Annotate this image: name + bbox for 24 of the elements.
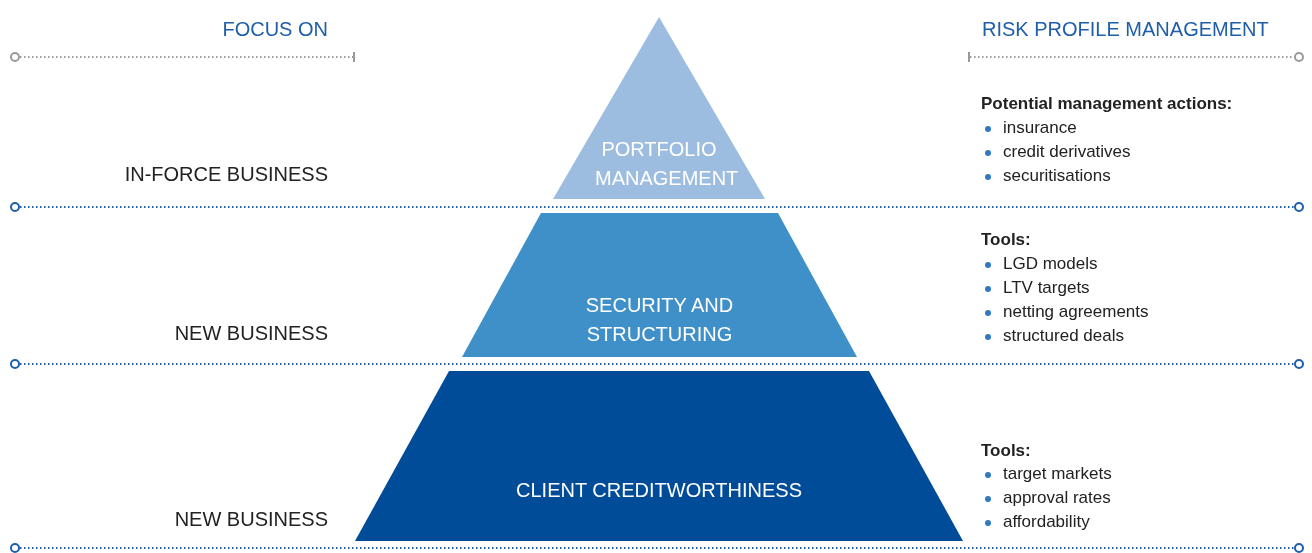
pyramid-tier [553,17,765,199]
list-heading: Tools: [981,441,1031,461]
list-item: LTV targets [981,278,1090,298]
pyramid-tier [462,213,857,357]
list-item: structured deals [981,326,1124,346]
list-item: insurance [981,118,1077,138]
tier-label: SECURITY AND STRUCTURING [584,293,735,347]
row-label: NEW BUSINESS [174,322,328,345]
section-heading: FOCUS ON [222,18,328,41]
list-item: affordability [981,512,1090,532]
list-item: approval rates [981,488,1111,508]
row-label: IN-FORCE BUSINESS [124,163,328,186]
list-item: credit derivatives [981,142,1131,162]
list-heading: Tools: [981,230,1031,250]
list-item: netting agreements [981,302,1149,322]
tier-label: PORTFOLIO MANAGEMENT [594,137,740,191]
pyramid-tier [355,371,963,541]
list-item: target markets [981,464,1112,484]
list-heading: Potential management actions: [981,94,1233,114]
section-heading: RISK PROFILE MANAGEMENT [982,18,1269,41]
row-label: NEW BUSINESS [174,508,328,531]
tier-label: CLIENT CREDITWORTHINESS [515,478,803,503]
list-item: LGD models [981,254,1098,274]
list-item: securitisations [981,166,1111,186]
